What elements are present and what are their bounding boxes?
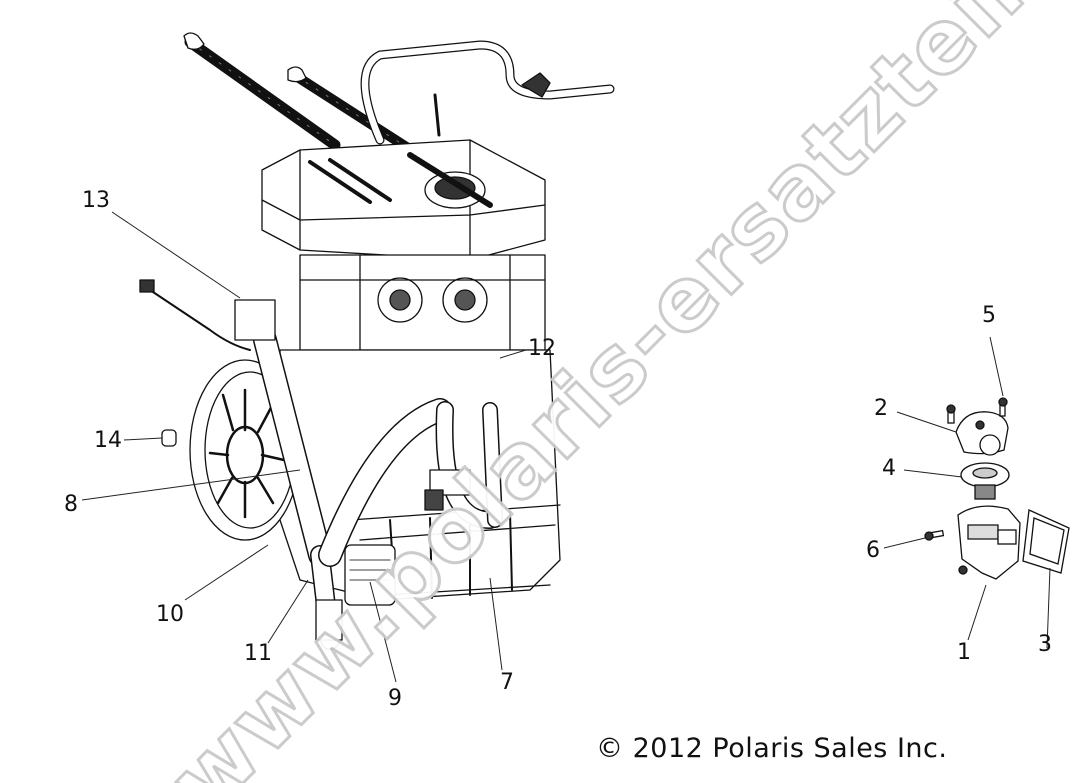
callout-6: 6 [866, 538, 880, 563]
callout-4: 4 [882, 456, 896, 481]
callout-9: 9 [388, 686, 402, 711]
copyright-notice: © 2012 Polaris Sales Inc. [596, 733, 948, 764]
callout-1: 1 [957, 640, 971, 665]
callout-14: 14 [94, 428, 122, 453]
callout-13: 13 [82, 188, 110, 213]
callout-11: 11 [244, 641, 272, 666]
callout-2: 2 [874, 396, 888, 421]
callout-8: 8 [64, 492, 78, 517]
callout-7: 7 [500, 670, 514, 695]
callout-5: 5 [982, 303, 996, 328]
callout-12: 12 [528, 336, 556, 361]
callout-10: 10 [156, 602, 184, 627]
callout-3: 3 [1038, 632, 1052, 657]
